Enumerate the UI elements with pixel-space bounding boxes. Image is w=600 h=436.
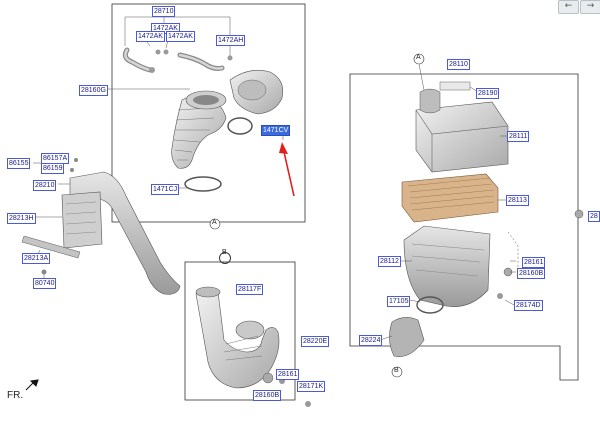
part-label-1472ak[interactable]: 1472AK (166, 31, 195, 42)
air-cleaner-art (389, 53, 584, 378)
part-label-1471cv-highlighted[interactable]: 1471CV (261, 125, 291, 136)
part-label-28213a[interactable]: 28213A (22, 253, 51, 264)
highlight-arrow (279, 142, 295, 197)
part-label-28710[interactable]: 28710 (152, 6, 176, 17)
arrow-left-icon: ← (564, 1, 573, 11)
callout-a-top: A (212, 219, 217, 226)
part-label-28213h[interactable]: 28213H (7, 213, 36, 224)
part-label-1471cj[interactable]: 1471CJ (151, 184, 180, 195)
previous-button[interactable]: ← (558, 0, 579, 14)
part-label-28160b[interactable]: 28160B (517, 268, 546, 279)
arrow-right-icon: → (586, 1, 595, 11)
part-label-28161[interactable]: 28161 (522, 257, 546, 268)
part-label-28-partial[interactable]: 28 (588, 211, 600, 222)
front-direction-label: FR. (7, 390, 24, 401)
part-label-28117f[interactable]: 28117F (236, 284, 264, 295)
part-label-1472ak[interactable]: 1472AK (136, 31, 165, 42)
intake-hose-group-frame (111, 3, 306, 223)
intake-duct-group-frame (184, 261, 296, 401)
part-label-1472ah[interactable]: 1472AH (216, 35, 246, 46)
part-label-28110[interactable]: 28110 (447, 59, 470, 70)
part-label-28161[interactable]: 28161 (276, 369, 300, 380)
part-label-28113[interactable]: 28113 (506, 195, 529, 206)
part-label-28224[interactable]: 28224 (359, 335, 383, 346)
front-direction-icon (25, 379, 39, 391)
part-label-28174d[interactable]: 28174D (514, 300, 543, 311)
part-label-28160b[interactable]: 28160B (253, 390, 282, 401)
callout-a-right: A (416, 54, 421, 61)
part-label-28111[interactable]: 28111 (507, 131, 530, 142)
part-label-86155[interactable]: 86155 (7, 158, 31, 169)
part-label-28210[interactable]: 28210 (33, 180, 57, 191)
callout-b-right: B (394, 367, 399, 374)
intake-resonator-hose-art (171, 69, 284, 230)
part-label-17105[interactable]: 17105 (387, 296, 411, 307)
part-label-86159[interactable]: 86159 (41, 163, 65, 174)
part-label-28112[interactable]: 28112 (378, 256, 401, 267)
air-intake-duct-art (21, 158, 181, 295)
air-cleaner-group-frame (349, 73, 579, 381)
part-label-28160g[interactable]: 28160G (79, 85, 108, 96)
next-button[interactable]: → (580, 0, 600, 14)
breather-hose-art (122, 47, 233, 73)
lower-intake-duct-art (195, 286, 311, 407)
part-label-28220e[interactable]: 28220E (301, 336, 330, 347)
callout-circle (219, 252, 231, 264)
part-label-80740[interactable]: 80740 (33, 278, 57, 289)
part-label-28171k[interactable]: 28171K (297, 381, 326, 392)
part-label-1472ak[interactable]: 1472AK (151, 23, 180, 34)
part-label-28190[interactable]: 28190 (476, 88, 500, 99)
